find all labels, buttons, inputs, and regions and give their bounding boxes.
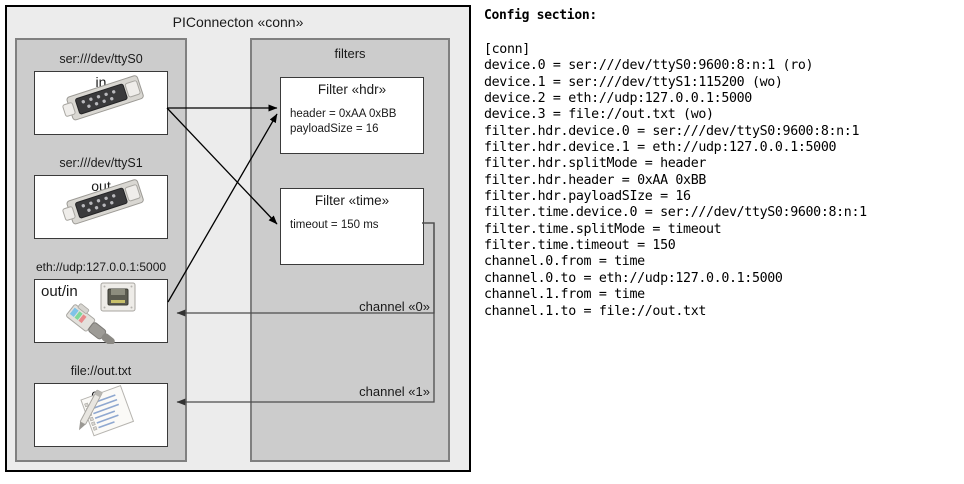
filter-time-attributes: timeout = 150 ms [290,218,379,233]
filters-panel-title: filters [334,46,366,61]
filters-panel: filters Filter «hdr» header = 0xAA 0xBB … [250,38,450,462]
connection-diagram: PIConnecton «conn» ser:///dev/ttyS0 in [0,0,478,484]
device-node-label-ttyS0: in [95,74,107,90]
config-section: Config section: [conn] device.0 = ser://… [484,0,964,484]
filter-box-hdr[interactable]: Filter «hdr» header = 0xAA 0xBB payloadS… [280,77,424,154]
config-heading: Config section: [484,8,597,23]
device-node-eth[interactable]: out/in [34,279,168,346]
device-node-label-ttyS1: out [91,178,111,194]
filter-hdr-title: Filter «hdr» [317,82,387,97]
filter-time-title: Filter «time» [314,193,390,208]
config-lines: [conn] device.0 = ser:///dev/ttyS0:9600:… [484,42,867,319]
diagram-title: PIConnecton «conn» [172,14,304,30]
filter-hdr-attributes: header = 0xAA 0xBB payloadSize = 16 [290,107,396,137]
device-node-ttyS0[interactable]: in [34,71,168,135]
device-caption-ttyS1: ser:///dev/ttyS1 [59,156,143,170]
filter-box-time[interactable]: Filter «time» timeout = 150 ms [280,188,424,265]
devices-panel: ser:///dev/ttyS0 in [15,38,187,462]
device-node-file[interactable]: out [34,383,168,447]
channel-1-label: channel «1» [359,384,430,399]
device-node-label-file: out [91,386,111,402]
channel-0-label: channel «0» [359,299,430,314]
device-node-ttyS1[interactable]: out [34,175,168,239]
device-node-label-eth: out/in [41,283,78,300]
filter-hdr-attr-payloadsize: payloadSize = 16 [290,123,379,135]
device-caption-ttyS0: ser:///dev/ttyS0 [59,52,143,66]
device-caption-file: file://out.txt [70,364,132,378]
device-caption-eth: eth://udp:127.0.0.1:5000 [35,260,167,274]
filter-time-attr-timeout: timeout = 150 ms [290,219,379,231]
filter-hdr-attr-header: header = 0xAA 0xBB [290,108,397,120]
